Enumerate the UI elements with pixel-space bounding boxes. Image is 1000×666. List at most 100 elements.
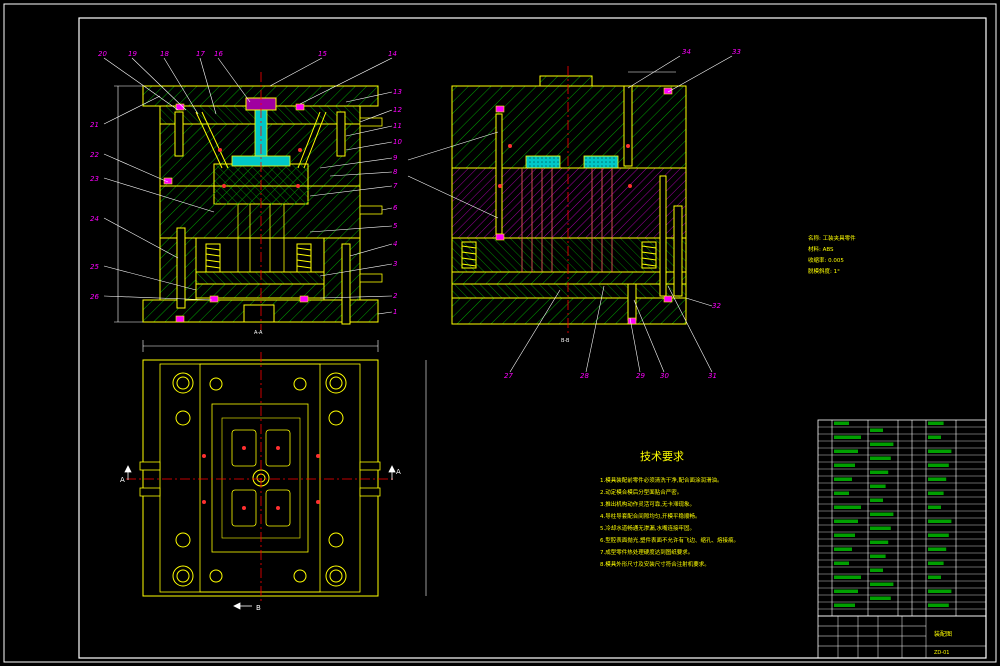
parts-list-cell bbox=[834, 519, 858, 523]
parts-list-cell bbox=[928, 463, 949, 467]
section-label-a-right: A bbox=[396, 468, 401, 476]
parts-list-cell bbox=[928, 603, 949, 607]
part-number: 34 bbox=[682, 48, 691, 56]
parts-list-cell bbox=[870, 540, 889, 544]
tech-requirement-item: 3.推出机构动作灵活可靠,无卡滞现象。 bbox=[600, 500, 695, 508]
parts-list-cell bbox=[928, 575, 941, 579]
parts-list-cell bbox=[834, 477, 852, 481]
note-name: 名称: 工装夹具零件 bbox=[808, 234, 856, 242]
tech-requirements-title: 技术要求 bbox=[640, 450, 684, 463]
section-label-a-left: A bbox=[120, 476, 125, 484]
drawing-number: ZD-01 bbox=[934, 650, 949, 656]
parts-list-cell bbox=[928, 561, 944, 565]
note-draft: 脱模斜度: 1° bbox=[808, 267, 840, 275]
part-number: 19 bbox=[128, 50, 137, 58]
part-number: 4 bbox=[393, 240, 397, 248]
parts-list-cell bbox=[834, 589, 858, 593]
title-block: 装配图 ZD-01 bbox=[817, 615, 987, 659]
part-number: 8 bbox=[393, 168, 398, 176]
parts-list-cell bbox=[928, 449, 952, 453]
part-number: 21 bbox=[90, 121, 99, 129]
part-number: 18 bbox=[160, 50, 169, 58]
part-number: 24 bbox=[90, 215, 99, 223]
parts-list-cell bbox=[870, 526, 891, 530]
part-number: 31 bbox=[708, 372, 717, 380]
part-number: 13 bbox=[393, 88, 402, 96]
part-number: 27 bbox=[504, 372, 513, 380]
part-number: 33 bbox=[732, 48, 741, 56]
tech-requirement-item: 2.动定模合模后分型面贴合严密。 bbox=[600, 488, 682, 496]
parts-list-cell bbox=[928, 491, 944, 495]
front-section-view: 20 19 18 17 16 15 14 21 22 23 24 25 26 1… bbox=[90, 50, 402, 336]
part-number: 30 bbox=[660, 372, 669, 380]
part-number: 28 bbox=[580, 372, 589, 380]
plan-view: A A B bbox=[120, 340, 427, 612]
part-number: 32 bbox=[712, 302, 721, 310]
part-number: 26 bbox=[90, 293, 99, 301]
tech-requirement-item: 8.模具外形尺寸及安装尺寸符合注射机要求。 bbox=[600, 560, 710, 568]
parts-list-cell bbox=[834, 435, 861, 439]
parts-list-cell bbox=[834, 449, 858, 453]
part-number: 5 bbox=[393, 222, 398, 230]
parts-list-cell bbox=[870, 442, 894, 446]
parts-list-cell bbox=[870, 568, 883, 572]
parts-list-cell bbox=[834, 561, 849, 565]
part-number: 17 bbox=[196, 50, 205, 58]
part-number: 1 bbox=[393, 308, 397, 316]
tech-requirement-item: 4.导柱导套配合间隙均匀,开模平稳顺畅。 bbox=[600, 512, 701, 520]
parts-list-cell bbox=[834, 547, 852, 551]
part-number: 6 bbox=[393, 204, 398, 212]
parts-list-cell bbox=[834, 491, 849, 495]
parts-list-cell bbox=[834, 421, 849, 425]
part-number: 10 bbox=[393, 138, 402, 146]
tech-requirement-item: 5.冷却水道畅通无渗漏,水嘴连接牢固。 bbox=[600, 524, 695, 532]
part-number: 3 bbox=[393, 260, 397, 268]
section-mark: B-B bbox=[561, 338, 570, 344]
parts-list-cell bbox=[928, 547, 947, 551]
note-shrinkage: 收缩率: 0.005 bbox=[808, 256, 844, 264]
parts-list-cell bbox=[928, 519, 952, 523]
part-number: 22 bbox=[90, 151, 99, 159]
parts-list-cell bbox=[870, 456, 891, 460]
parts-list-cell bbox=[834, 575, 861, 579]
parts-list-cell bbox=[928, 421, 944, 425]
part-number: 7 bbox=[393, 182, 398, 190]
parts-list-cell bbox=[870, 428, 883, 432]
parts-list-cell bbox=[870, 554, 886, 558]
part-number: 11 bbox=[393, 122, 402, 130]
parts-list-cell bbox=[870, 512, 894, 516]
parts-list-cell bbox=[870, 470, 889, 474]
parts-list-cell bbox=[870, 498, 883, 502]
part-number: 14 bbox=[388, 50, 397, 58]
parts-list-cell bbox=[928, 477, 947, 481]
parts-list-cell bbox=[870, 582, 894, 586]
parts-list-table bbox=[817, 419, 987, 617]
drawing-name: 装配图 bbox=[934, 630, 952, 638]
part-number: 29 bbox=[636, 372, 645, 380]
part-number: 2 bbox=[393, 292, 398, 300]
parts-list-cell bbox=[870, 484, 886, 488]
section-mark: A-A bbox=[254, 330, 263, 336]
inner-frame bbox=[78, 17, 987, 659]
note-material: 材料: ABS bbox=[808, 245, 834, 253]
part-number: 15 bbox=[318, 50, 327, 58]
parts-list-cell bbox=[870, 596, 891, 600]
parts-list-cell bbox=[834, 463, 855, 467]
part-number: 12 bbox=[393, 106, 402, 114]
parts-list-cell bbox=[928, 589, 952, 593]
tech-requirement-item: 1.模具装配前零件必须清洗干净,配合面涂润滑油。 bbox=[600, 476, 723, 484]
parts-list-cell bbox=[928, 435, 941, 439]
parts-list-cell bbox=[928, 505, 941, 509]
parts-list-cell bbox=[834, 505, 861, 509]
part-number: 16 bbox=[214, 50, 223, 58]
parts-list-cell bbox=[928, 533, 949, 537]
tech-requirement-item: 6.型腔表面抛光,塑件表面不允许有飞边、缩孔、熔接痕。 bbox=[600, 536, 739, 544]
parts-list-cell bbox=[834, 603, 855, 607]
part-number: 25 bbox=[90, 263, 99, 271]
side-section-view: 34 33 27 28 29 30 31 32 B-B bbox=[407, 48, 741, 380]
part-number: 9 bbox=[393, 154, 398, 162]
material-notes: 名称: 工装夹具零件 材料: ABS 收缩率: 0.005 脱模斜度: 1° bbox=[808, 234, 856, 275]
tech-requirement-item: 7.成型零件热处理硬度达到图纸要求。 bbox=[600, 548, 693, 556]
part-number: 23 bbox=[90, 175, 99, 183]
